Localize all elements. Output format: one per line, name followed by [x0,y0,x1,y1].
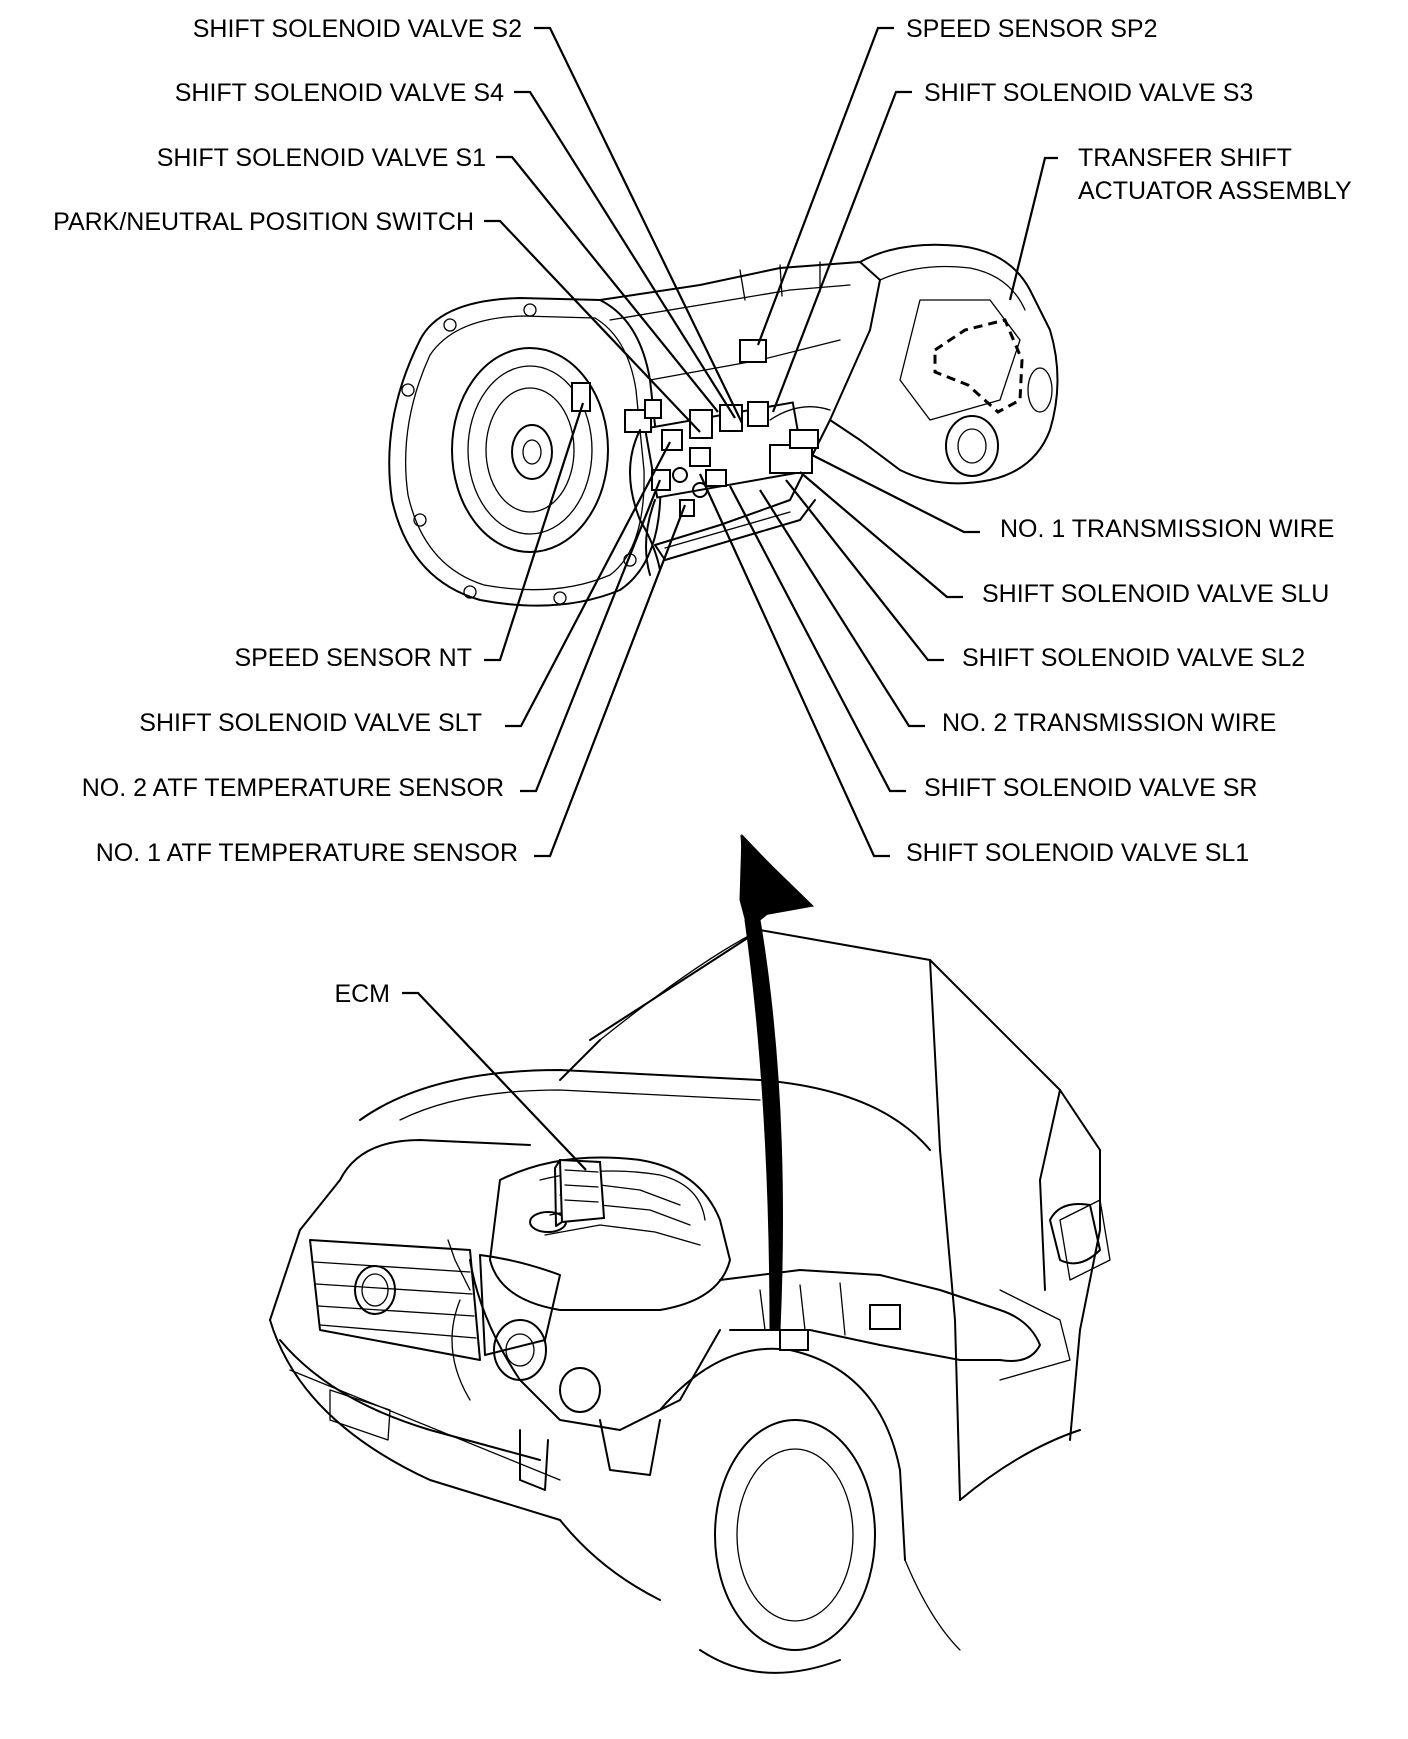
curved-arrow-icon [739,833,815,1331]
label-shift-solenoid-s2: SHIFT SOLENOID VALVE S2 [193,15,522,43]
label-shift-solenoid-s4: SHIFT SOLENOID VALVE S4 [175,79,504,107]
label-shift-solenoid-slu: SHIFT SOLENOID VALVE SLU [982,580,1329,608]
label-speed-sensor-sp2: SPEED SENSOR SP2 [906,15,1157,43]
ecm-part [554,1158,606,1227]
label-shift-solenoid-s3: SHIFT SOLENOID VALVE S3 [924,79,1253,107]
transmission-illustration [388,243,1059,607]
label-transmission-wire-2: NO. 2 TRANSMISSION WIRE [942,709,1276,737]
label-shift-solenoid-sl2: SHIFT SOLENOID VALVE SL2 [962,644,1305,672]
valve-body-cluster [624,339,831,576]
label-ecm: ECM [334,980,390,1008]
leader-lines [402,26,1058,1171]
label-atf-temp-sensor-1: NO. 1 ATF TEMPERATURE SENSOR [96,839,518,867]
label-transfer-actuator-2: ACTUATOR ASSEMBLY [1078,177,1352,205]
label-shift-solenoid-sl1: SHIFT SOLENOID VALVE SL1 [906,839,1249,867]
vehicle-front-illustration [269,929,1111,1674]
label-atf-temp-sensor-2: NO. 2 ATF TEMPERATURE SENSOR [82,774,504,802]
label-speed-sensor-nt: SPEED SENSOR NT [234,644,472,672]
label-park-neutral-switch: PARK/NEUTRAL POSITION SWITCH [53,208,474,236]
label-shift-solenoid-sr: SHIFT SOLENOID VALVE SR [924,774,1257,802]
label-transfer-actuator-1: TRANSFER SHIFT [1078,144,1292,172]
label-shift-solenoid-s1: SHIFT SOLENOID VALVE S1 [157,144,486,172]
label-transmission-wire-1: NO. 1 TRANSMISSION WIRE [1000,515,1334,543]
label-shift-solenoid-slt: SHIFT SOLENOID VALVE SLT [139,709,482,737]
part-labels: SHIFT SOLENOID VALVE S2 SHIFT SOLENOID V… [53,15,1352,1008]
